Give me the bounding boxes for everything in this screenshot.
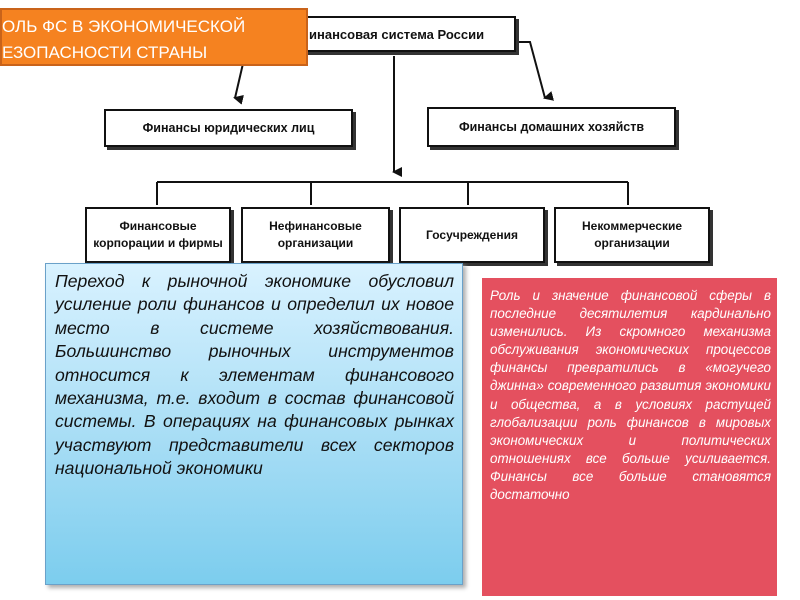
right-text-card: Роль и значение финансовой сферы в после… bbox=[482, 278, 777, 596]
node-non-commercial-line1: Некоммерческие bbox=[581, 219, 683, 233]
diagram-connectors bbox=[156, 41, 629, 205]
title-line-1: ОЛЬ ФС В ЭКОНОМИЧЕСКОЙ bbox=[2, 17, 246, 36]
title-banner: ОЛЬ ФС В ЭКОНОМИЧЕСКОЙ ЕЗОПАСНОСТИ СТРАН… bbox=[0, 8, 308, 66]
right-card-text: Роль и значение финансовой сферы в после… bbox=[490, 288, 771, 503]
left-text-card: Переход к рыночной экономике обусловил у… bbox=[45, 263, 463, 585]
arrow-to-households bbox=[518, 41, 555, 101]
node-household-finance: Финансы домашних хозяйств bbox=[427, 107, 676, 147]
node-household-label: Финансы домашних хозяйств bbox=[458, 120, 645, 134]
node-non-financial-organizations: Нефинансовые организации bbox=[241, 207, 390, 263]
node-legal-entities-label: Финансы юридических лиц bbox=[142, 121, 315, 135]
node-non-commercial-organizations: Некоммерческие организации bbox=[554, 207, 710, 263]
node-financial-corporations-line2: корпорации и фирмы bbox=[93, 236, 223, 250]
node-government-institutions: Госучреждения bbox=[399, 207, 545, 263]
node-non-commercial-line2: организации bbox=[594, 236, 670, 250]
node-financial-corporations: Финансовые корпорации и фирмы bbox=[85, 207, 231, 263]
title-line-2: ЕЗОПАСНОСТИ СТРАНЫ bbox=[2, 43, 208, 62]
node-non-financial-line2: организации bbox=[277, 236, 354, 250]
root-node: инансовая система России bbox=[305, 16, 516, 52]
left-card-text: Переход к рыночной экономике обусловил у… bbox=[55, 271, 454, 479]
node-legal-entities-finance: Финансы юридических лиц bbox=[104, 109, 353, 147]
node-financial-corporations-line1: Финансовые bbox=[119, 219, 197, 233]
root-node-label: инансовая система России bbox=[309, 26, 485, 42]
node-non-financial-line1: Нефинансовые bbox=[269, 219, 362, 233]
node-government-institutions-label: Госучреждения bbox=[426, 228, 518, 242]
